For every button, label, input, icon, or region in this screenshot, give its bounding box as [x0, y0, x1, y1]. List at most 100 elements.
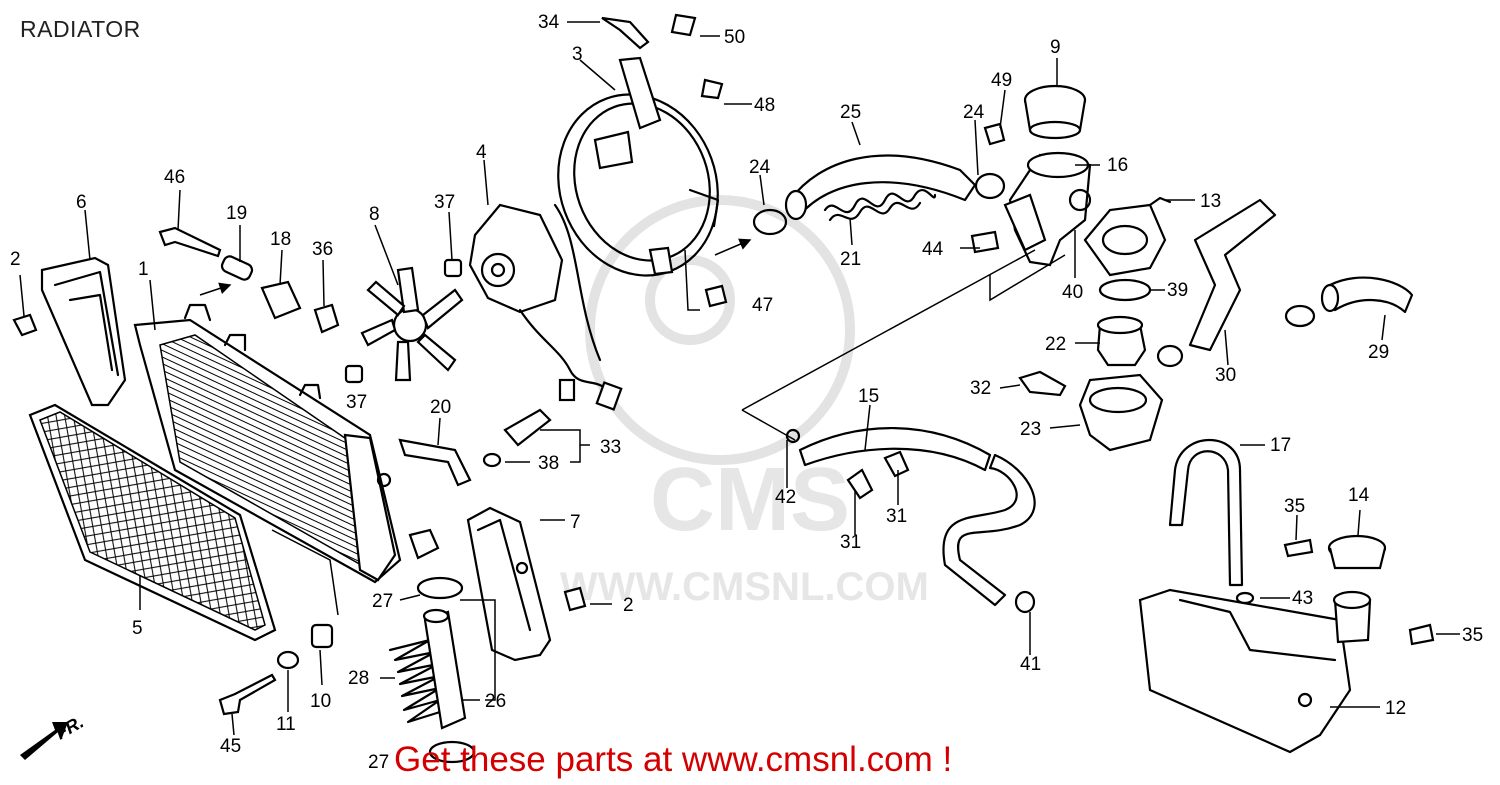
- front-direction-arrow-icon: FR.: [20, 712, 87, 760]
- part-1-radiator: [133, 303, 440, 584]
- part-33-switch: [482, 408, 552, 468]
- callout-31: 31: [886, 506, 907, 527]
- callout-44: 44: [922, 239, 944, 260]
- part-2-bolt: [12, 313, 587, 612]
- callout-15: 15: [858, 386, 879, 407]
- clamp-right: [1156, 304, 1316, 368]
- part-4-fan-motor: [468, 203, 623, 411]
- part-37-nut: [344, 258, 463, 384]
- callout-26: 26: [485, 691, 506, 712]
- callout-18: 18: [270, 229, 291, 250]
- part-5-grille: [28, 403, 277, 642]
- callout-14: 14: [1348, 485, 1370, 506]
- part-6-left-shroud: [40, 256, 127, 407]
- part-35-bolt: [1283, 538, 1435, 646]
- callout-37: 37: [346, 392, 367, 413]
- part-9-radiator-cap: [1023, 84, 1087, 140]
- front-marker-label: FR.: [52, 712, 87, 744]
- part-32-sensor: [1018, 370, 1067, 397]
- callout-32: 32: [970, 378, 991, 399]
- part-43-washer: [1235, 591, 1255, 605]
- callout-5: 5: [132, 618, 143, 639]
- callout-30: 30: [1215, 365, 1236, 386]
- promo-link[interactable]: Get these parts at www.cmsnl.com !: [394, 740, 953, 779]
- part-18-mount: [260, 280, 302, 320]
- page-title: RADIATOR: [20, 16, 141, 42]
- part-15-hose: [798, 427, 992, 472]
- callout-42: 42: [775, 487, 796, 508]
- callout-2: 2: [10, 249, 21, 270]
- part-10-grommet: [310, 623, 334, 649]
- callout-16: 16: [1107, 155, 1128, 176]
- callouts: 1 2 2 3 4 5 6 7 8 9 10 11 12 13 14 15 16…: [10, 12, 1483, 773]
- part-7-right-shroud: [466, 506, 552, 662]
- callout-37: 37: [434, 192, 455, 213]
- callout-41: 41: [1020, 654, 1041, 675]
- callout-47: 47: [752, 295, 773, 316]
- callout-35: 35: [1462, 625, 1483, 646]
- callout-48: 48: [754, 95, 775, 116]
- callout-46: 46: [164, 167, 185, 188]
- part-31-clip: [846, 450, 910, 500]
- watermark-logo: CMS: [650, 450, 850, 550]
- part-25-hose: [784, 154, 977, 221]
- part-39-o-ring: [1098, 278, 1152, 302]
- callout-6: 6: [76, 192, 87, 213]
- part-26-hose: [422, 608, 467, 730]
- part-14-cap: [1327, 534, 1387, 570]
- callout-31: 31: [840, 532, 861, 553]
- callout-25: 25: [840, 102, 861, 123]
- part-13-cover: [1083, 196, 1172, 277]
- part-27-clamp: [416, 576, 476, 764]
- callout-24: 24: [749, 157, 771, 178]
- callout-4: 4: [476, 142, 487, 163]
- callout-38: 38: [538, 453, 559, 474]
- watermark-url: WWW.CMSNL.COM: [560, 565, 929, 609]
- callout-7: 7: [570, 512, 581, 533]
- callout-1: 1: [138, 259, 149, 280]
- part-3-fan-shroud: [557, 56, 720, 277]
- callout-24: 24: [963, 102, 985, 123]
- callout-33: 33: [600, 437, 621, 458]
- part-30-hose: [1188, 198, 1277, 352]
- callout-36: 36: [312, 239, 333, 260]
- callout-27: 27: [368, 752, 389, 773]
- part-23-thermostat-case: [1078, 373, 1164, 452]
- callout-35: 35: [1284, 496, 1305, 517]
- callout-22: 22: [1045, 334, 1066, 355]
- callout-27: 27: [372, 591, 393, 612]
- callout-13: 13: [1200, 191, 1221, 212]
- callout-29: 29: [1368, 342, 1389, 363]
- callout-19: 19: [226, 203, 247, 224]
- part-45-bolt: [218, 673, 277, 716]
- callout-21: 21: [840, 249, 861, 270]
- callout-3: 3: [572, 44, 583, 65]
- callout-11: 11: [276, 714, 296, 735]
- part-28-spring: [388, 638, 442, 724]
- callout-20: 20: [430, 397, 451, 418]
- callout-40: 40: [1062, 282, 1083, 303]
- part-16-thermostat-housing: [1003, 151, 1092, 267]
- callout-12: 12: [1385, 698, 1406, 719]
- part-small-fasteners: [601, 13, 1006, 308]
- part-20-bracket: [398, 438, 472, 487]
- callout-17: 17: [1270, 435, 1291, 456]
- part-24-clamp: [752, 172, 1006, 236]
- callout-43: 43: [1292, 588, 1313, 609]
- callout-34: 34: [538, 12, 560, 33]
- leader-lines: [19, 21, 1460, 736]
- callout-2: 2: [623, 595, 634, 616]
- callout-50: 50: [724, 27, 745, 48]
- callout-10: 10: [310, 691, 331, 712]
- callout-45: 45: [220, 736, 241, 757]
- callout-49: 49: [991, 70, 1012, 91]
- callout-28: 28: [348, 668, 369, 689]
- callout-9: 9: [1050, 37, 1061, 58]
- part-19-collar: [220, 255, 254, 281]
- part-36-nut: [313, 303, 340, 334]
- part-41-clamp: [1014, 590, 1036, 614]
- part-bypass-hose: [942, 453, 1036, 607]
- callout-8: 8: [369, 204, 380, 225]
- callout-39: 39: [1167, 280, 1188, 301]
